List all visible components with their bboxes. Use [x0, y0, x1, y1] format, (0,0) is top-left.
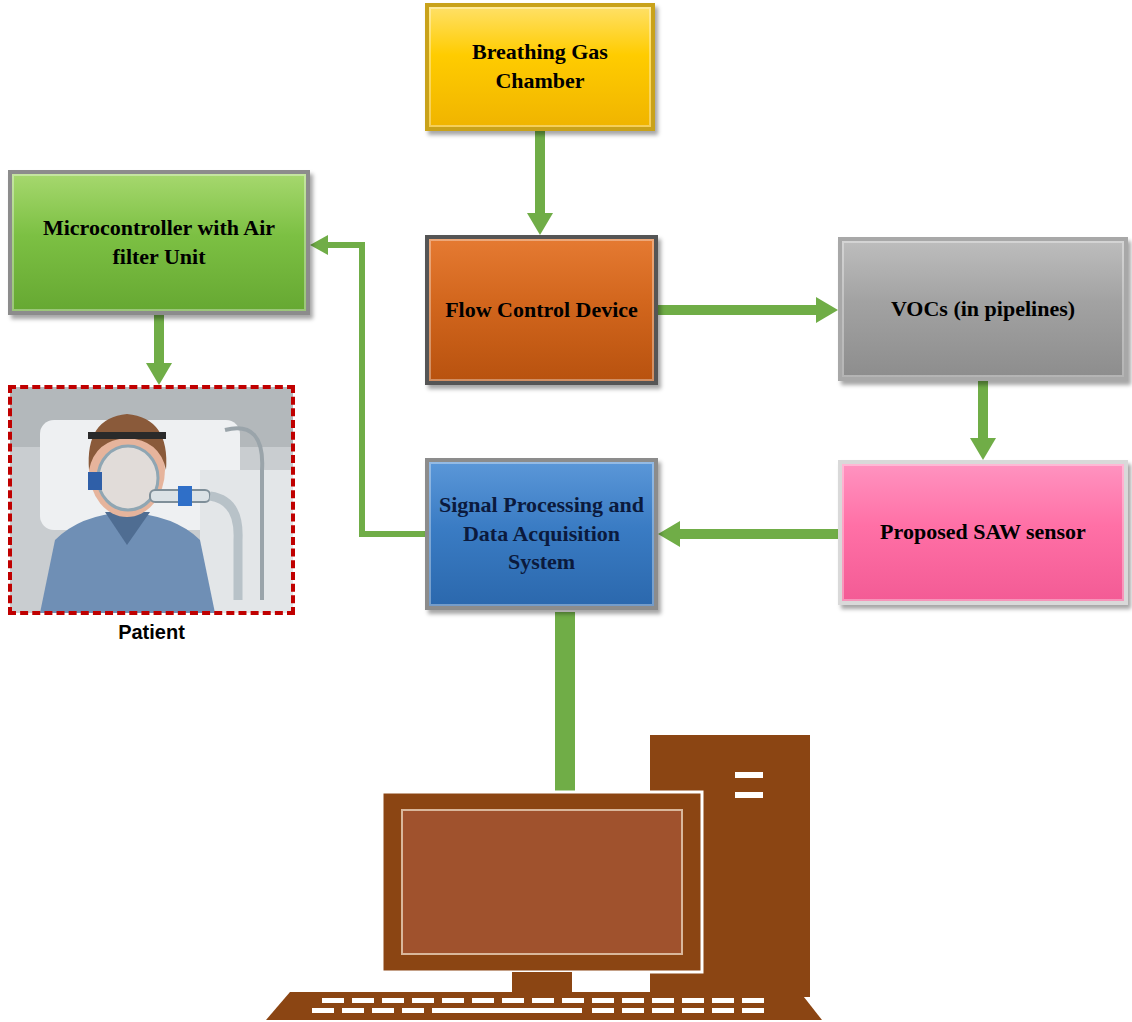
arrow-head	[658, 521, 680, 547]
arrow-head	[310, 235, 328, 255]
arrow-head	[527, 213, 553, 235]
photo-face	[89, 423, 165, 517]
arrow-line	[978, 381, 988, 438]
patient-frame: Patient	[8, 385, 295, 615]
arrow-line	[328, 245, 425, 534]
node-text: VOCs (in pipelines)	[881, 295, 1085, 324]
node-label: Patient	[12, 619, 291, 645]
computer-monitor	[382, 792, 702, 972]
node-text: Proposed SAW sensor	[870, 518, 1096, 547]
arrow-line	[658, 305, 816, 315]
computer-keyboard	[266, 992, 822, 1020]
process-box: Microcontroller with Air filter Unit	[8, 170, 310, 315]
arrow-line	[154, 315, 164, 363]
photo-filter	[178, 486, 192, 506]
arrow-head	[816, 297, 838, 323]
node-text: Breathing Gas Chamber	[429, 38, 651, 95]
process-box: Breathing Gas Chamber	[425, 3, 655, 131]
photo-scrubs	[40, 512, 215, 613]
photo-strap	[88, 432, 166, 439]
flow-arrow	[146, 315, 172, 385]
node-text: Microcontroller with Air filter Unit	[12, 214, 306, 271]
computer-icon	[266, 735, 822, 1020]
monitor-stand	[512, 972, 572, 994]
keyboard-keys	[312, 998, 764, 1013]
arrow-line	[680, 529, 838, 539]
flow-arrow	[310, 235, 425, 534]
flow-arrow	[658, 297, 838, 323]
arrow-head	[970, 438, 996, 460]
photo-bedside	[200, 470, 293, 613]
photo-mask-clip	[88, 472, 102, 490]
arrow-head	[146, 363, 172, 385]
process-box: VOCs (in pipelines)	[838, 237, 1128, 381]
photo-mask	[98, 446, 158, 510]
flow-arrow	[527, 131, 553, 235]
photo-stand	[225, 428, 262, 600]
sensor-box: Proposed SAW sensor	[838, 460, 1128, 605]
photo-hose	[210, 496, 238, 600]
patient-photo	[10, 387, 293, 613]
process-box: Signal Processing and Data Acquisition S…	[425, 458, 658, 610]
process-box: Flow Control Device	[425, 235, 658, 385]
flow-arrow	[970, 381, 996, 460]
node-text: Flow Control Device	[435, 296, 648, 325]
arrow-shaft	[555, 612, 575, 794]
flow-arrow	[658, 521, 838, 547]
monitor-screen	[402, 810, 682, 954]
arrow-line	[535, 131, 545, 213]
node-text: Signal Processing and Data Acquisition S…	[429, 491, 654, 577]
tower-slot	[735, 772, 763, 778]
photo-background	[10, 387, 293, 613]
tower-slot	[735, 792, 763, 798]
